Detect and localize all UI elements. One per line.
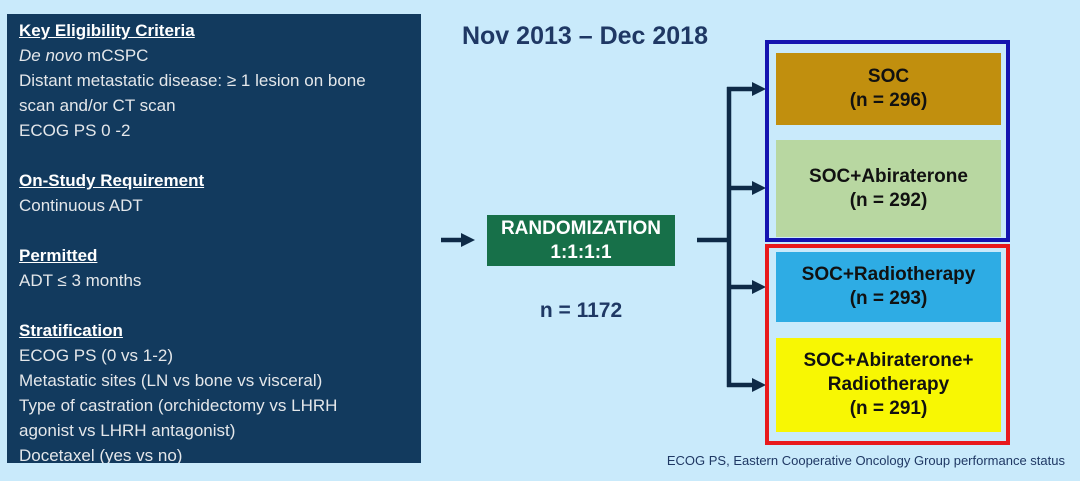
branch-arrowhead-icon-radiotherapy: [752, 280, 766, 294]
panel-spacer: [19, 218, 409, 243]
panel-line: agonist vs LHRH antagonist): [19, 421, 236, 440]
panel-line: scan and/or CT scan: [19, 96, 176, 115]
abbreviation-footnote: ECOG PS, Eastern Cooperative Oncology Gr…: [666, 453, 1065, 468]
panel-line: ADT ≤ 3 months: [19, 271, 142, 290]
arm-n: (n = 296): [849, 90, 928, 111]
study-period-title: Nov 2013 – Dec 2018: [461, 22, 708, 50]
section-heading-stratification: Stratification: [19, 321, 123, 340]
arm-label: SOC+Abiraterone+: [803, 350, 974, 371]
panel-spacer: [19, 143, 409, 168]
panel-line: Type of castration (orchidectomy vs LHRH: [19, 396, 338, 415]
de-novo-rest: mCSPC: [82, 46, 149, 65]
eligibility-panel: Key Eligibility Criteria De novo mCSPC D…: [7, 14, 421, 463]
group-border-no-radiotherapy: [765, 40, 1010, 242]
arm-label: SOC: [867, 66, 910, 87]
panel-line: ECOG PS (0 vs 1-2): [19, 346, 173, 365]
randomization-box: RANDOMIZATION 1:1:1:1: [487, 215, 675, 266]
panel-line: Distant metastatic disease: ≥ 1 lesion o…: [19, 71, 366, 90]
arm-label: SOC+Abiraterone: [809, 165, 968, 187]
arm-n: (n = 292): [849, 189, 928, 211]
branch-arrowhead-icon-abiraterone-radiotherapy: [752, 378, 766, 392]
arm-n: (n = 293): [849, 288, 928, 309]
arm-box-soc-abiraterone-radiotherapy: SOC+Abiraterone+ Radiotherapy (n = 291): [776, 338, 1001, 432]
de-novo-italic: De novo: [19, 46, 83, 65]
arm-box-soc-abiraterone: SOC+Abiraterone (n = 292): [776, 140, 1001, 237]
branch-arrowhead-icon-soc: [752, 82, 766, 96]
randomization-label: RANDOMIZATION: [500, 217, 662, 239]
branch-arrowhead-icon-abiraterone: [752, 181, 766, 195]
panel-line: ECOG PS 0 -2: [19, 121, 131, 140]
panel-line: Continuous ADT: [19, 196, 143, 215]
panel-line-de-novo: De novo mCSPC: [19, 43, 409, 68]
section-heading-permitted: Permitted: [19, 246, 98, 265]
group-border-radiotherapy: [765, 244, 1010, 445]
arm-label-2: Radiotherapy: [827, 374, 950, 395]
randomization-ratio: 1:1:1:1: [550, 241, 612, 263]
arm-n: (n = 291): [849, 398, 928, 419]
arm-label: SOC+Radiotherapy: [801, 264, 976, 285]
panel-line: Docetaxel (yes vs no): [19, 446, 183, 463]
arm-box-soc: SOC (n = 296): [776, 53, 1001, 125]
section-heading-on-study: On-Study Requirement: [19, 171, 205, 190]
panel-line: Metastatic sites (LN vs bone vs visceral…: [19, 371, 323, 390]
entry-arrowhead-icon: [461, 233, 475, 247]
arm-box-soc-radiotherapy: SOC+Radiotherapy (n = 293): [776, 252, 1001, 322]
section-heading-eligibility: Key Eligibility Criteria: [19, 21, 195, 40]
panel-spacer: [19, 293, 409, 318]
total-enrollment-label: n = 1172: [539, 299, 623, 322]
